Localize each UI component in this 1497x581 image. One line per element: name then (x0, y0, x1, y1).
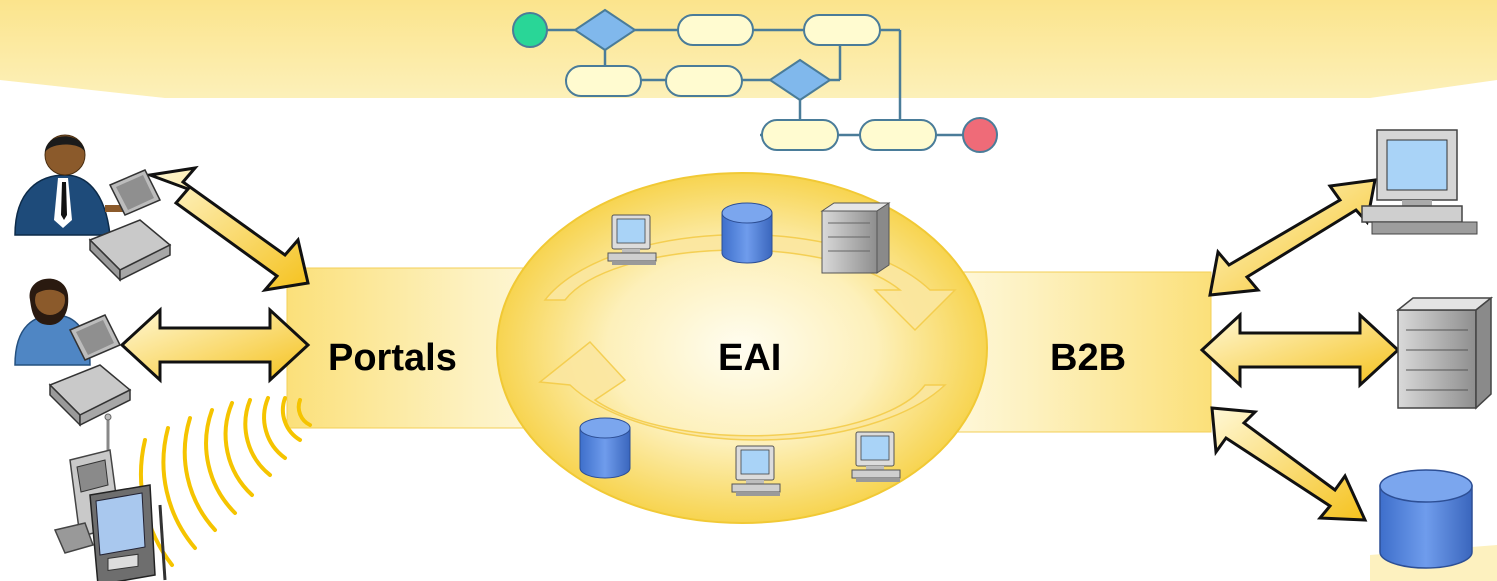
double-arrow-icon (1199, 311, 1401, 389)
desktop-computer-icon (1361, 129, 1478, 235)
wireless-signal-icon (138, 396, 312, 567)
person-at-computer-icon (14, 278, 132, 427)
portals-label: Portals (328, 337, 457, 379)
double-arrow-icon (119, 306, 311, 384)
person-at-computer-icon (14, 134, 172, 282)
process-node (859, 119, 937, 151)
database-cylinder-icon (721, 202, 773, 264)
mobile-phone-and-pda-icon (53, 413, 167, 581)
start-node (512, 12, 548, 48)
process-node (665, 65, 743, 97)
eai-label: EAI (718, 337, 781, 379)
desktop-computer-icon (851, 431, 901, 483)
double-arrow-icon (1208, 178, 1377, 297)
double-arrow-icon (1210, 406, 1368, 522)
database-cylinder-icon (579, 417, 631, 479)
desktop-computer-icon (731, 445, 781, 497)
server-rack-icon (1395, 296, 1494, 410)
desktop-computer-icon (607, 214, 657, 266)
database-cylinder-icon (1379, 469, 1473, 569)
double-arrow-icon (144, 165, 310, 293)
decision-node (768, 58, 832, 102)
b2b-label: B2B (1050, 337, 1126, 379)
process-node (761, 119, 839, 151)
end-node (962, 117, 998, 153)
process-node (565, 65, 642, 97)
decision-node (573, 8, 637, 52)
process-node (677, 14, 754, 46)
server-rack-icon (820, 202, 891, 274)
process-node (803, 14, 881, 46)
flowchart-nodes (512, 8, 998, 153)
